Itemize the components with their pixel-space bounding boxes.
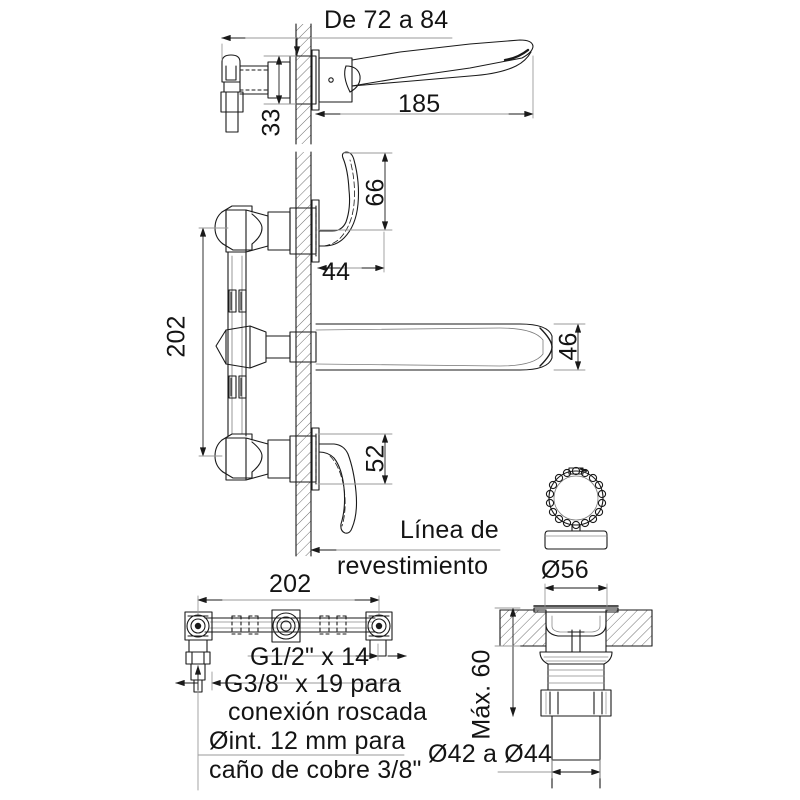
annotation-copper-pipe-line1: Øint. 12 mm para bbox=[209, 727, 406, 755]
annotation-inlet-thread-line1: G3/8" x 19 para bbox=[224, 670, 402, 698]
dim-label-manifold-centres: 202 bbox=[269, 570, 312, 598]
front-view-dimensions bbox=[198, 152, 586, 554]
front-lower-valve bbox=[214, 427, 320, 491]
dim-label-max-depth: Máx. 60 bbox=[467, 649, 496, 740]
top-view-geometry bbox=[220, 39, 534, 133]
annotation-inlet-thread-line2: conexión roscada bbox=[228, 698, 428, 726]
dim-label-valve-centres: 202 bbox=[162, 315, 191, 358]
front-lower-handle bbox=[318, 443, 358, 534]
top-view-dimensions bbox=[221, 34, 534, 119]
dim-label-lower-handle-height: 52 bbox=[361, 444, 390, 473]
dim-label-upper-handle-height: 66 bbox=[361, 178, 390, 207]
annotation-finish-line-1: Línea de bbox=[400, 516, 499, 544]
manifold-geometry bbox=[184, 609, 393, 693]
dim-label-handle-projection: 44 bbox=[322, 258, 351, 286]
manifold-dimensions bbox=[175, 595, 407, 791]
dim-label-spout-projection: 185 bbox=[398, 90, 441, 118]
annotation-outlet-thread: G1/2" x 14 bbox=[250, 643, 370, 671]
dim-label-wall-thickness-range: De 72 a 84 bbox=[324, 6, 449, 34]
waste-geometry bbox=[499, 466, 653, 789]
annotation-copper-pipe-line2: caño de cobre 3/8" bbox=[209, 756, 422, 784]
annotation-finish-line-2: revestimiento bbox=[337, 552, 489, 580]
dim-label-flange-diameter: Ø56 bbox=[541, 556, 589, 584]
front-upper-handle bbox=[318, 151, 360, 247]
chain-ring bbox=[545, 466, 607, 530]
dim-label-tail-diameter: Ø42 a Ø44 bbox=[428, 740, 553, 768]
waste-dimensions bbox=[494, 583, 608, 779]
wall-section-top bbox=[295, 23, 312, 145]
front-centre-spout bbox=[215, 323, 553, 371]
wall-section-front bbox=[295, 151, 312, 557]
dim-label-body-height: 33 bbox=[257, 108, 286, 137]
dim-label-spout-width: 46 bbox=[554, 332, 583, 361]
